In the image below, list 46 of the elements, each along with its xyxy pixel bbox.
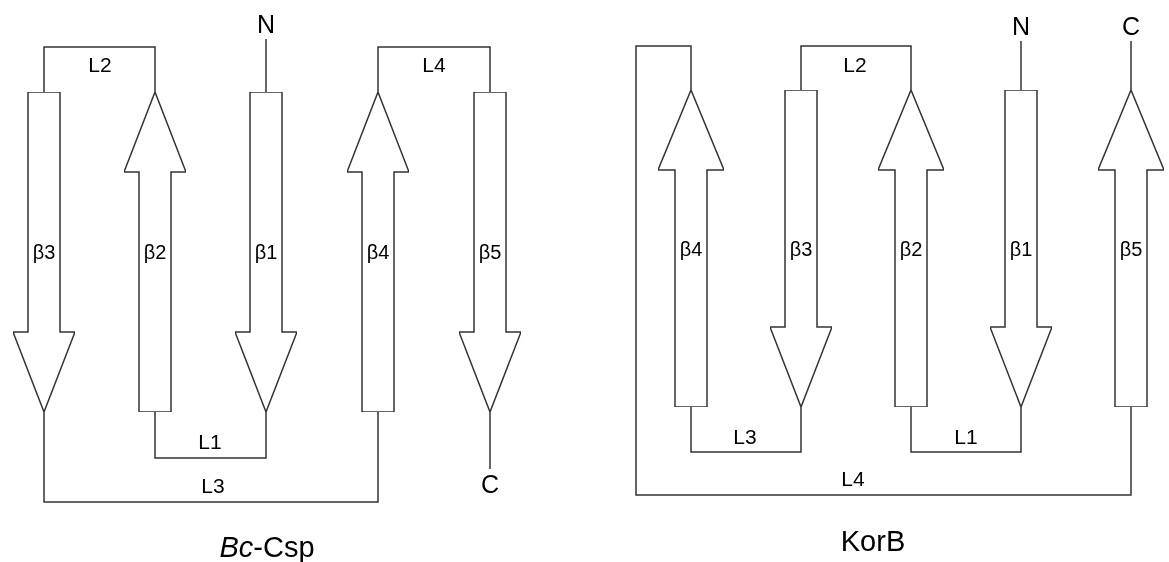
loop-line <box>377 46 491 93</box>
beta-strand <box>13 92 75 412</box>
terminus-label: C <box>475 469 505 499</box>
loop-line <box>800 45 912 91</box>
loop-line <box>43 411 379 503</box>
strand-label: β4 <box>366 242 390 262</box>
loop-line <box>1020 40 1022 91</box>
panel-caption: KorB <box>840 526 906 556</box>
loop-line <box>690 406 802 453</box>
strand-label: β2 <box>143 242 167 262</box>
loop-label: L1 <box>954 425 978 447</box>
terminus-label: N <box>251 9 281 39</box>
beta-strand <box>770 90 832 407</box>
strand-label: β3 <box>32 242 56 262</box>
loop-line <box>1130 40 1132 91</box>
loop-label: L3 <box>201 474 225 496</box>
beta-strand <box>347 92 409 412</box>
loop-line <box>265 38 267 93</box>
loop-label: L4 <box>841 467 865 489</box>
panel-caption: Bc-Csp <box>219 532 315 562</box>
terminus-label: N <box>1006 11 1036 41</box>
loop-label: L2 <box>88 53 112 75</box>
strand-label: β5 <box>1119 238 1143 259</box>
strand-label: β2 <box>899 238 923 259</box>
loop-line <box>635 45 1132 496</box>
beta-strand <box>990 90 1052 407</box>
loop-label: L2 <box>843 53 867 75</box>
strand-label: β1 <box>254 242 278 262</box>
loop-label: L3 <box>733 425 757 447</box>
loop-line <box>43 46 156 93</box>
beta-strand <box>124 92 186 412</box>
strand-label: β3 <box>789 238 813 259</box>
strand-label: β1 <box>1009 238 1033 259</box>
loop-line <box>910 406 1022 453</box>
strand-label: β4 <box>679 238 703 259</box>
terminus-label: C <box>1116 11 1146 41</box>
loop-label: L4 <box>422 53 446 75</box>
beta-strand <box>1098 90 1164 407</box>
loop-label: L1 <box>198 430 222 452</box>
beta-strand <box>235 92 297 412</box>
beta-strand <box>878 90 944 407</box>
strand-label: β5 <box>478 242 502 262</box>
beta-strand <box>658 90 724 407</box>
loop-line <box>489 411 491 470</box>
beta-strand <box>459 92 521 412</box>
loop-line <box>154 411 267 459</box>
